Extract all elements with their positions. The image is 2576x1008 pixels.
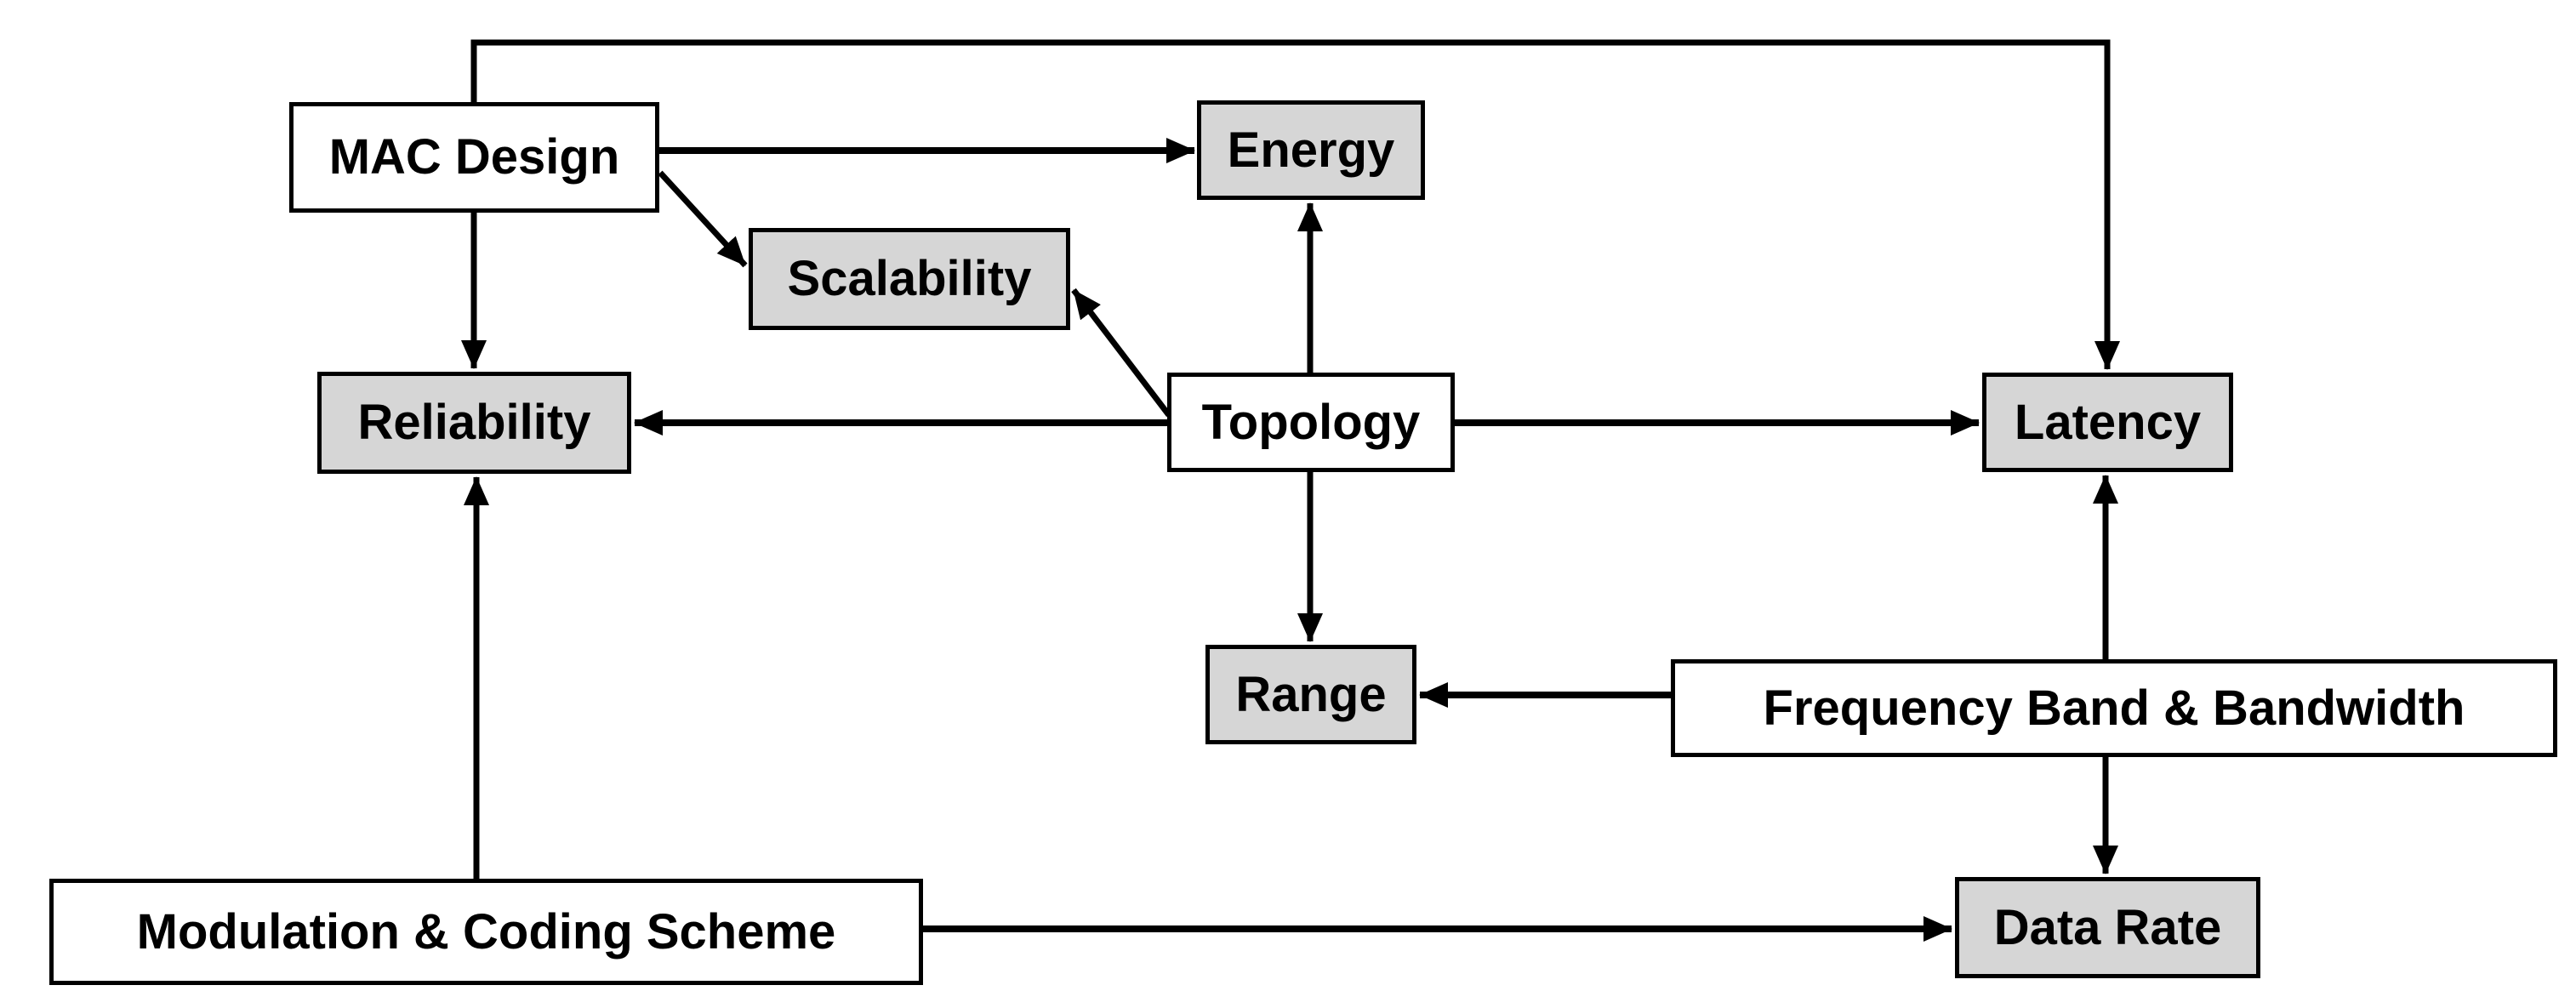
node-label: Frequency Band & Bandwidth: [1763, 680, 2465, 736]
node-topology: Topology: [1167, 373, 1455, 472]
node-energy: Energy: [1197, 100, 1425, 200]
node-frequency-band-bandwidth: Frequency Band & Bandwidth: [1671, 659, 2557, 757]
node-data-rate: Data Rate: [1955, 877, 2260, 978]
node-label: MAC Design: [328, 129, 620, 185]
node-range: Range: [1205, 645, 1416, 744]
node-label: Reliability: [357, 395, 591, 450]
edge-topology-to-scalability: [1071, 288, 1171, 418]
node-modulation-coding-scheme: Modulation & Coding Scheme: [49, 879, 923, 985]
node-label: Modulation & Coding Scheme: [136, 903, 836, 960]
node-label: Range: [1235, 666, 1387, 722]
node-label: Latency: [2014, 394, 2202, 450]
edge-mac-design-to-latency: [470, 39, 2120, 370]
node-label: Scalability: [787, 251, 1032, 306]
node-scalability: Scalability: [749, 228, 1070, 330]
node-label: Data Rate: [1993, 899, 2222, 955]
node-label: Topology: [1201, 394, 1421, 450]
node-latency: Latency: [1982, 373, 2233, 472]
node-reliability: Reliability: [317, 372, 631, 474]
node-label: Energy: [1227, 122, 1395, 178]
edge-mac-design-to-scalability: [658, 170, 748, 268]
node-mac-design: MAC Design: [289, 102, 659, 213]
